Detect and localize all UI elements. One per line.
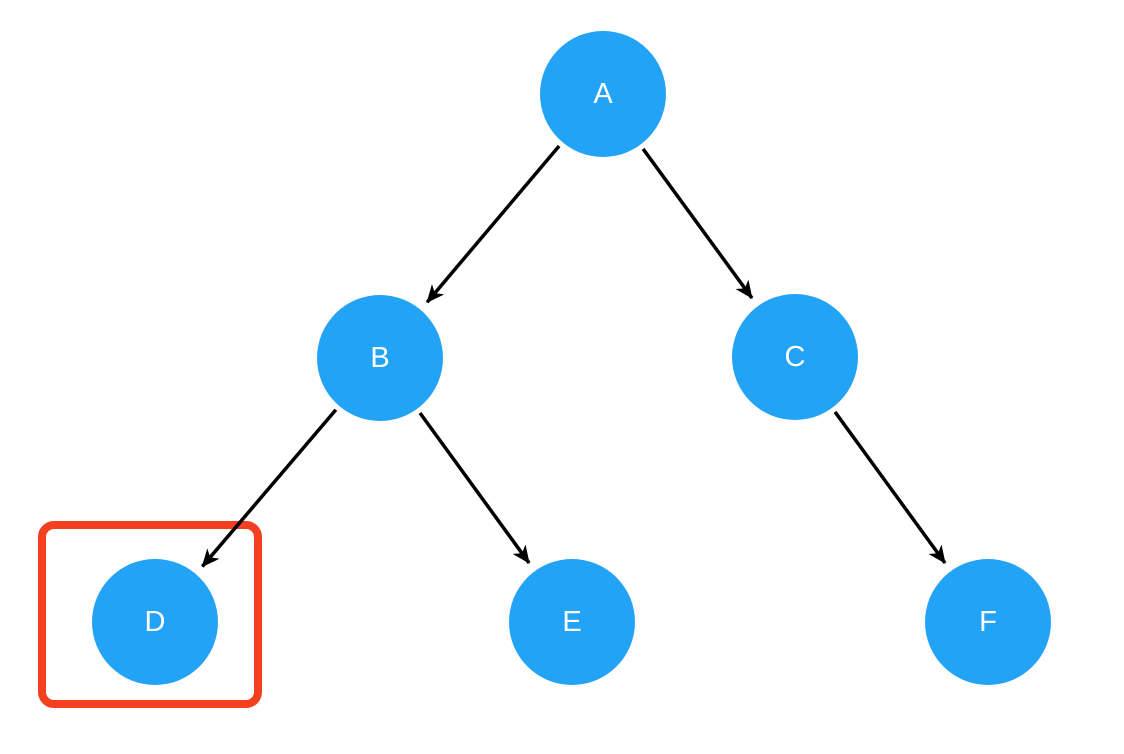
edge-B-D bbox=[201, 408, 338, 568]
edge-B-E bbox=[418, 411, 531, 564]
node-B-circle[interactable] bbox=[317, 295, 443, 421]
node-D-circle[interactable] bbox=[92, 559, 218, 685]
edge-A-C bbox=[641, 147, 754, 300]
node-C-circle[interactable] bbox=[732, 294, 858, 420]
node-B[interactable]: B bbox=[317, 295, 443, 421]
highlight-box-D bbox=[38, 521, 262, 708]
node-F-circle[interactable] bbox=[925, 559, 1051, 685]
edge-C-F bbox=[833, 410, 947, 565]
node-E-circle[interactable] bbox=[509, 559, 635, 685]
node-A[interactable]: A bbox=[540, 31, 666, 157]
node-F[interactable]: F bbox=[925, 559, 1051, 685]
edge-A-B bbox=[425, 144, 561, 304]
node-D[interactable]: D bbox=[92, 559, 218, 685]
node-C[interactable]: C bbox=[732, 294, 858, 420]
node-A-circle[interactable] bbox=[540, 31, 666, 157]
node-E[interactable]: E bbox=[509, 559, 635, 685]
